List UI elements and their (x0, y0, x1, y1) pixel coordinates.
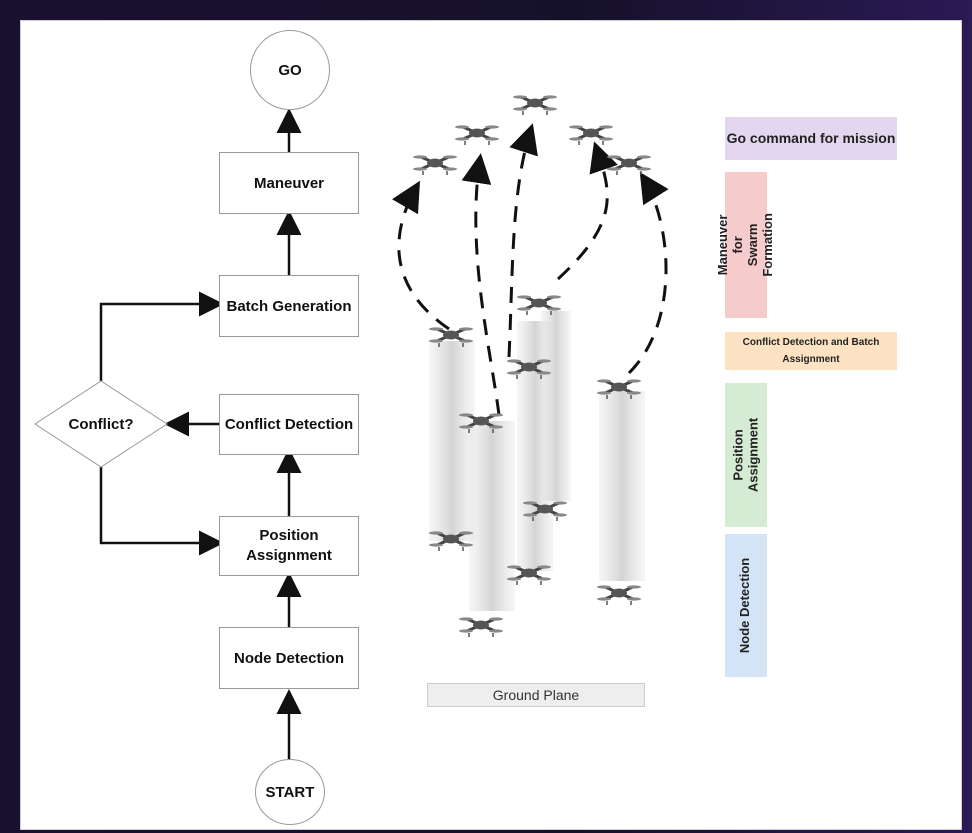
position-assignment-node: Position Assignment (219, 516, 359, 576)
ground-plane-label: Ground Plane (492, 687, 580, 703)
maneuver-label: Maneuver (253, 174, 325, 192)
conflict-decision: Conflict? (35, 381, 167, 467)
go-node: GO (250, 30, 330, 110)
arrow-decision-to-batch (99, 291, 224, 381)
quadcopter-drone-icon (429, 531, 473, 551)
ground-plane: Ground Plane (427, 683, 645, 707)
quadcopter-drone-icon (459, 413, 503, 433)
quadcopter-drone-icon (459, 617, 503, 637)
trajectory-path (627, 171, 669, 375)
lift-trail (599, 391, 645, 581)
quadcopter-drone-icon (597, 379, 641, 399)
conflict-detection-label: Conflict Detection (224, 416, 354, 433)
trajectory-path (556, 141, 618, 281)
quadcopter-drone-icon (523, 501, 567, 521)
quadcopter-drone-icon (507, 565, 551, 585)
diagram-canvas: GO Maneuver Batch Generation Conflict De… (20, 20, 962, 830)
quadcopter-drone-icon (429, 327, 473, 347)
start-node: START (255, 759, 325, 825)
lift-trail (541, 311, 571, 501)
maneuver-node: Maneuver (219, 152, 359, 214)
legend-maneuver-label: Maneuver for Swarm Formation (715, 213, 775, 277)
batch-generation-label: Batch Generation (226, 297, 352, 315)
legend-node-detection: Node Detection (725, 534, 767, 677)
quadcopter-drone-icon (507, 359, 551, 379)
quadcopter-drone-icon (455, 125, 499, 145)
quadcopter-drone-icon (597, 585, 641, 605)
trajectory-path (461, 153, 501, 416)
arrow-decision-to-position (99, 467, 224, 556)
legend-conflict-batch: Conflict Detection and Batch Assignment (725, 332, 897, 370)
legend-conflict-batch-label: Conflict Detection and Batch Assignment (742, 337, 880, 365)
batch-generation-node: Batch Generation (219, 275, 359, 337)
quadcopter-drone-icon (413, 155, 457, 175)
trajectory-path (507, 123, 538, 358)
conflict-decision-diamond (34, 380, 168, 468)
legend-go-command: Go command for mission (725, 117, 897, 160)
node-detection-node: Node Detection (219, 627, 359, 689)
legend-node-detection-label: Node Detection (737, 557, 753, 654)
drone-swarm (413, 95, 651, 637)
start-label: START (265, 783, 315, 801)
trajectory-paths (392, 123, 669, 416)
conflict-decision-label: Conflict? (68, 415, 134, 433)
quadcopter-drone-icon (517, 295, 561, 315)
quadcopter-drone-icon (569, 125, 613, 145)
go-label: GO (278, 61, 302, 79)
legend-maneuver: Maneuver for Swarm Formation (715, 172, 775, 318)
quadcopter-drone-icon (607, 155, 651, 175)
legend-go-command-label: Go command for mission (726, 130, 896, 147)
node-detection-label: Node Detection (233, 649, 344, 667)
quadcopter-drone-icon (513, 95, 557, 115)
position-assignment-label: Position Assignment (246, 526, 332, 564)
conflict-detection-node: Conflict Detection (219, 394, 359, 455)
legend-position-assignment: Position Assignment (725, 383, 767, 527)
legend-position-label: Position Assignment (730, 417, 760, 493)
trajectory-path (392, 180, 450, 331)
flow-connectors (34, 95, 669, 761)
lift-trail (469, 421, 515, 611)
lift-trail (429, 341, 475, 541)
